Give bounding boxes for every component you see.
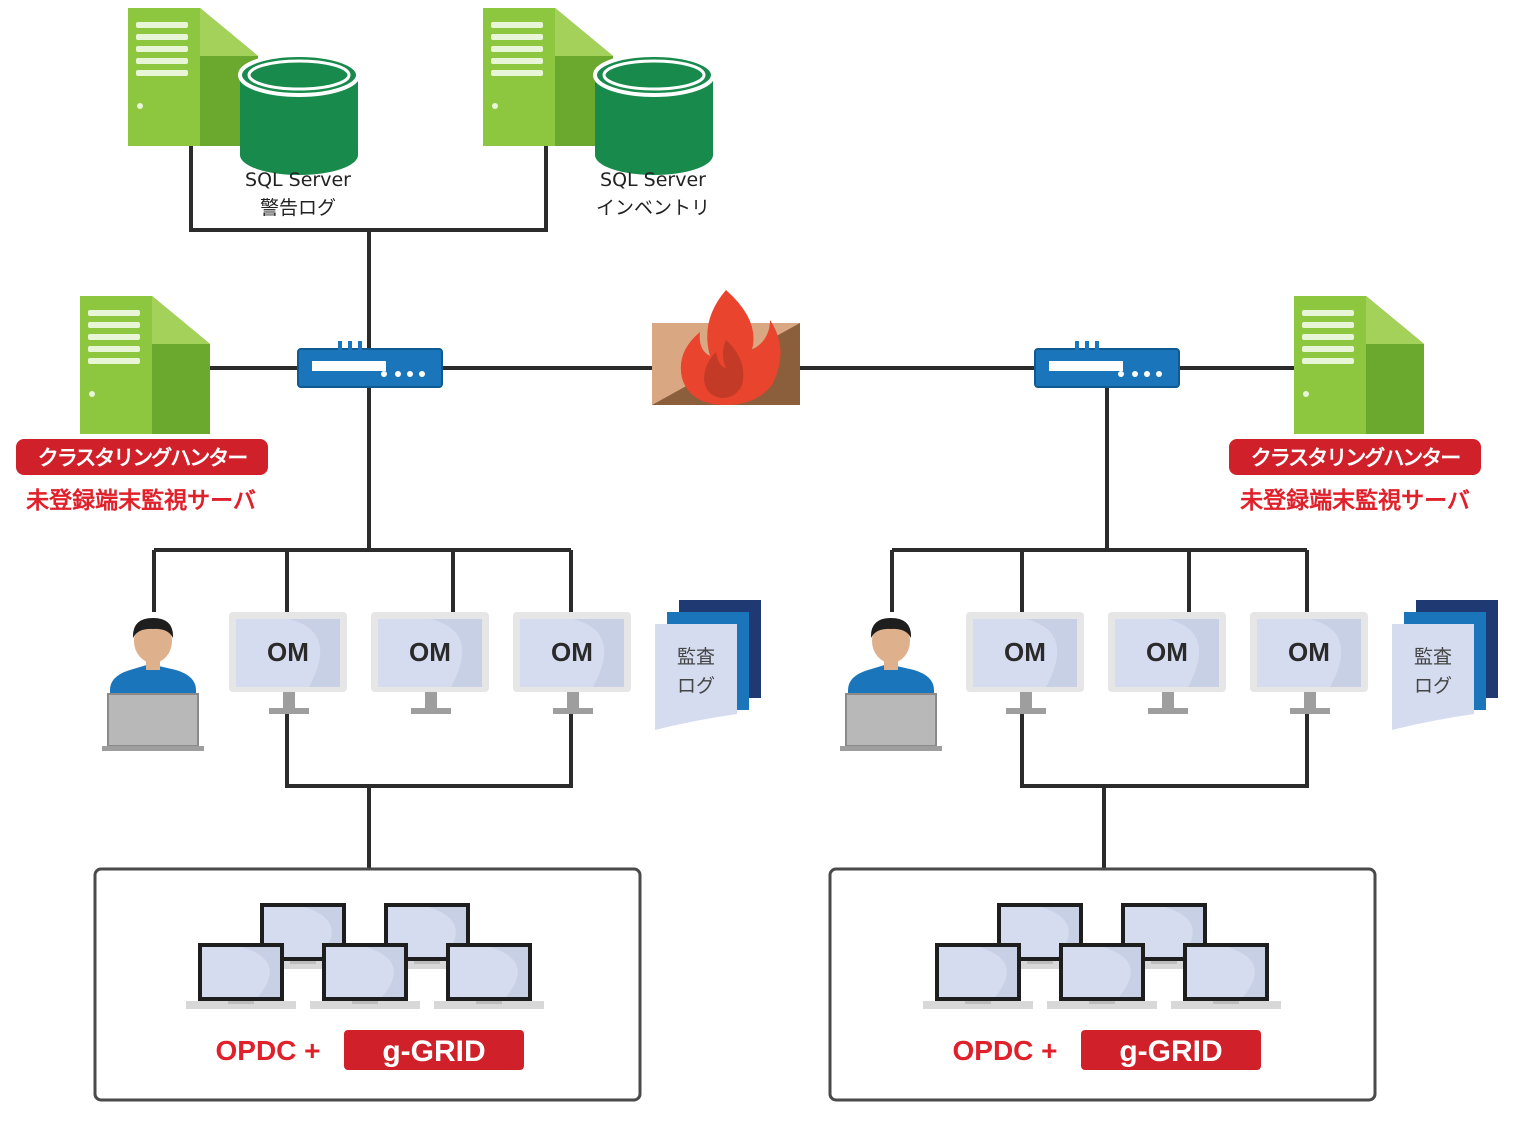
database-icon bbox=[238, 53, 360, 177]
laptop-icon bbox=[1171, 943, 1281, 1009]
cluster-badge bbox=[1229, 439, 1481, 475]
cluster-badge bbox=[16, 439, 268, 475]
laptop-icon bbox=[310, 943, 420, 1009]
audit-log: 監査 ログ bbox=[1392, 600, 1498, 730]
client-product: OPDC + bbox=[952, 1035, 1057, 1066]
database-icon bbox=[593, 53, 715, 177]
audit-log-line2: ログ bbox=[677, 675, 715, 697]
om-label: OM bbox=[1004, 637, 1046, 667]
om-node: OM bbox=[1108, 612, 1226, 714]
g-grid-badge-text: g-GRID bbox=[1119, 1035, 1222, 1068]
audit-log-line1: 監査 bbox=[677, 646, 715, 668]
laptop-icon bbox=[1047, 943, 1157, 1009]
client-product: OPDC + bbox=[215, 1035, 320, 1066]
om-node: OM bbox=[229, 612, 347, 714]
db-label-line1: SQL Server bbox=[245, 169, 351, 191]
unregistered-device-monitor-server-right: クラスタリングハンター 未登録端末監視サーバ bbox=[1229, 296, 1481, 514]
db-server-alert-log: SQL Server 警告ログ bbox=[128, 8, 360, 219]
g-grid-badge bbox=[344, 1030, 524, 1070]
firewall-icon bbox=[652, 290, 800, 405]
operator-icon bbox=[839, 617, 943, 752]
network-lines bbox=[152, 140, 1309, 868]
om-node: OM bbox=[1250, 612, 1368, 714]
server-icon bbox=[1294, 296, 1424, 434]
audit-log-line1: 監査 bbox=[1414, 646, 1452, 668]
server-icon bbox=[80, 296, 210, 434]
om-label: OM bbox=[1146, 637, 1188, 667]
laptop-icon bbox=[923, 943, 1033, 1009]
cluster-badge-text: クラスタリングハンター bbox=[38, 446, 248, 470]
db-label-line1: SQL Server bbox=[600, 169, 706, 191]
om-node: OM bbox=[966, 612, 1084, 714]
server-label: 未登録端末監視サーバ bbox=[1240, 487, 1470, 514]
g-grid-badge-text: g-GRID bbox=[382, 1035, 485, 1068]
unregistered-device-monitor-server-left: クラスタリングハンター 未登録端末監視サーバ bbox=[16, 296, 268, 514]
laptop-icon bbox=[186, 943, 296, 1009]
cluster-badge-text: クラスタリングハンター bbox=[1251, 446, 1461, 470]
om-label: OM bbox=[409, 637, 451, 667]
db-server-inventory: SQL Server インベントリ bbox=[483, 8, 715, 219]
operator-icon bbox=[101, 617, 205, 752]
om-label: OM bbox=[1288, 637, 1330, 667]
db-label-line2: 警告ログ bbox=[260, 197, 336, 219]
server-label: 未登録端末監視サーバ bbox=[26, 487, 256, 514]
client-group-right: OPDC + g-GRID bbox=[828, 867, 1377, 1102]
switch-icon bbox=[1034, 340, 1180, 388]
g-grid-badge bbox=[1081, 1030, 1261, 1070]
client-group-left: OPDC + g-GRID bbox=[93, 867, 642, 1102]
om-label: OM bbox=[267, 637, 309, 667]
om-node: OM bbox=[371, 612, 489, 714]
db-label-line2: インベントリ bbox=[596, 197, 710, 219]
laptop-icon bbox=[434, 943, 544, 1009]
audit-log-line2: ログ bbox=[1414, 675, 1452, 697]
om-label: OM bbox=[551, 637, 593, 667]
audit-log: 監査 ログ bbox=[655, 600, 761, 730]
om-node: OM bbox=[513, 612, 631, 714]
